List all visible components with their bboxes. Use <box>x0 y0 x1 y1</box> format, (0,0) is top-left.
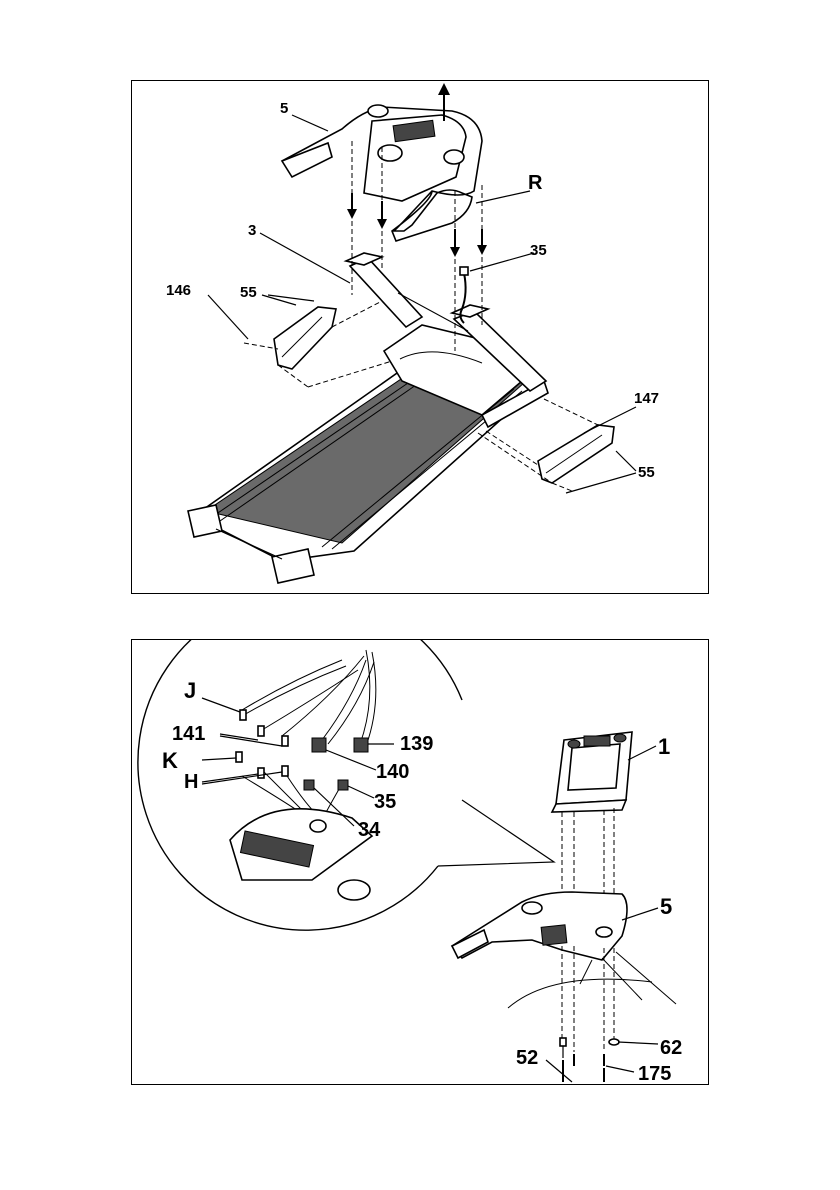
label-175: 175 <box>638 1063 671 1085</box>
label-146: 146 <box>166 282 191 299</box>
label-h: H <box>184 771 198 793</box>
top-diagram-svg: 5 R 3 35 146 55 147 55 <box>132 81 710 595</box>
label-62: 62 <box>660 1037 682 1059</box>
console-frame-5 <box>452 892 676 1052</box>
label-1: 1 <box>658 734 670 759</box>
label-35: 35 <box>374 791 396 813</box>
treadmill-deck <box>188 325 548 583</box>
label-5: 5 <box>280 100 288 117</box>
label-55-left: 55 <box>240 284 257 301</box>
fasteners <box>560 1038 619 1082</box>
bottom-diagram-svg: J 141 K H 139 140 35 34 1 5 52 62 175 <box>132 640 710 1086</box>
label-55-right: 55 <box>638 464 655 481</box>
label-k: K <box>162 748 178 773</box>
label-34: 34 <box>358 819 381 841</box>
detail-magnifier <box>138 640 554 930</box>
assembly-diagram-top: 5 R 3 35 146 55 147 55 <box>131 80 709 594</box>
label-52: 52 <box>516 1047 538 1069</box>
left-cover-146 <box>244 301 392 387</box>
label-35: 35 <box>530 242 547 259</box>
label-3: 3 <box>248 222 256 239</box>
label-j: J <box>184 678 196 703</box>
label-140: 140 <box>376 761 409 783</box>
label-141: 141 <box>172 723 205 745</box>
label-147: 147 <box>634 390 659 407</box>
label-5: 5 <box>660 894 672 919</box>
label-139: 139 <box>400 733 433 755</box>
assembly-diagram-bottom: J 141 K H 139 140 35 34 1 5 52 62 175 <box>131 639 709 1085</box>
label-r: R <box>528 172 543 194</box>
